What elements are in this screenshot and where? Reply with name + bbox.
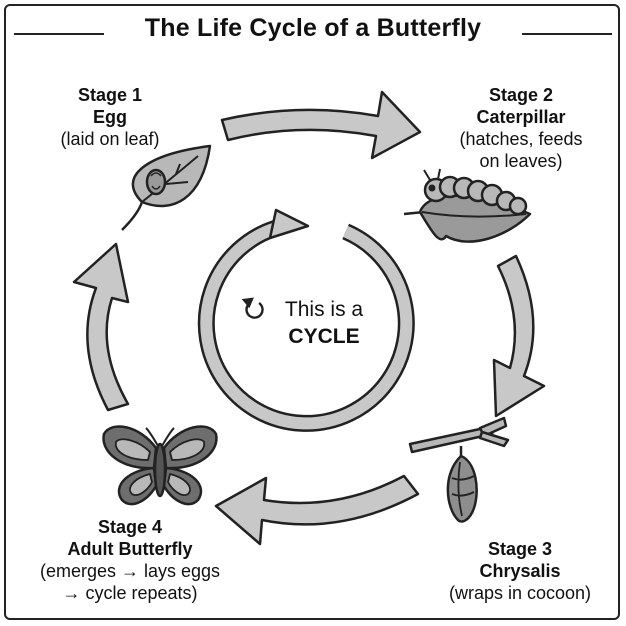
diagram-frame	[4, 4, 620, 620]
chrysalis-icon	[408, 416, 510, 523]
caterpillar-icon	[403, 168, 532, 243]
stage-4-label: Stage 4 Adult Butterfly (emerges → lays …	[39, 517, 221, 603]
stage-2-label: Stage 2 Caterpillar (hatches, feeds on l…	[459, 85, 583, 171]
arrow-egg-to-caterpillar	[220, 90, 422, 160]
refresh-icon	[241, 297, 264, 319]
arrow-butterfly-to-egg	[72, 242, 130, 412]
butterfly-icon	[102, 425, 218, 506]
center-cycle-label: This is a CYCLE	[228, 296, 398, 350]
title-rule-right	[522, 33, 612, 35]
arrow-chrysalis-to-butterfly	[214, 474, 420, 546]
inner-cycle-ring	[197, 208, 415, 432]
center-line-1: This is a	[284, 298, 364, 321]
diagram-title: The Life Cycle of a Butterfly	[0, 14, 626, 43]
stage-1-label: Stage 1 Egg (laid on leaf)	[60, 85, 160, 149]
arrow-caterpillar-to-chrysalis	[492, 254, 546, 418]
title-rule-left	[14, 33, 104, 35]
center-line-2: CYCLE	[288, 325, 360, 348]
leaf-egg-icon	[121, 144, 212, 231]
stage-3-label: Stage 3 Chrysalis (wraps in cocoon)	[448, 539, 592, 603]
